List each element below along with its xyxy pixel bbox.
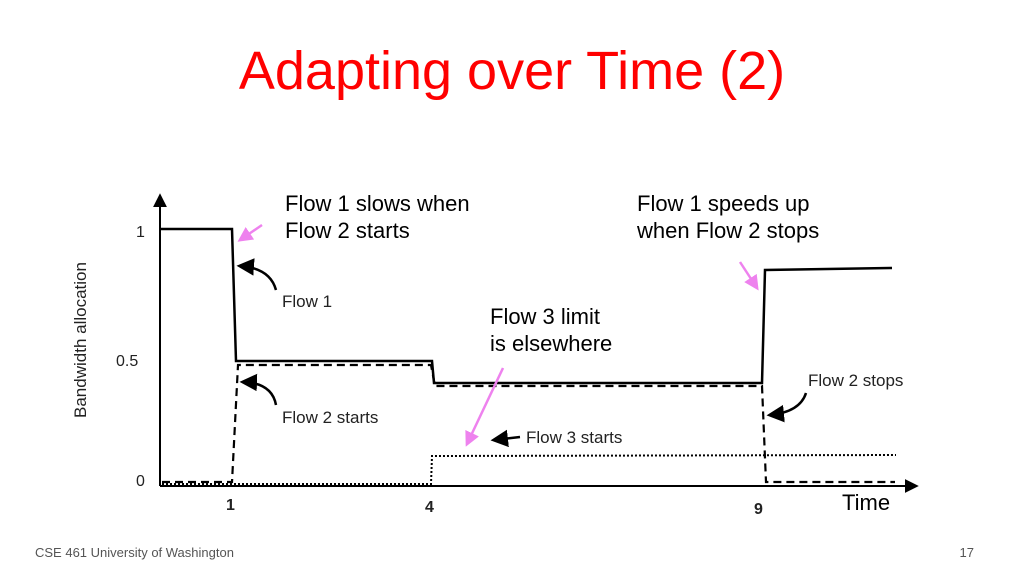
flow-2-stops-pointer-arrow (766, 392, 808, 423)
x-tick-9: 9 (754, 501, 763, 518)
flow-2-stops-annotation: Flow 2 stops (808, 371, 903, 390)
y-axis-label: Bandwidth allocation (71, 262, 90, 418)
flow3-limit-pink-arrow (465, 367, 505, 447)
page-number: 17 (959, 545, 974, 560)
footer-course: CSE 461 University of Washington (35, 545, 234, 560)
y-tick-0-5: 0.5 (116, 353, 138, 370)
flow-3-starts-annotation: Flow 3 starts (526, 428, 622, 447)
flow-3-line (162, 454, 897, 485)
flow-1-pointer-arrow (236, 258, 278, 291)
flow1-slows-line1: Flow 1 slows when (285, 191, 470, 216)
flow1-speeds-line2: when Flow 2 stops (637, 218, 820, 243)
flow3-limit-line2: is elsewhere (490, 331, 613, 356)
flow1-slows-pink-arrow (237, 223, 263, 242)
flow1-speeds-pink-arrow (738, 261, 759, 291)
flow-1-line (160, 227, 893, 385)
flow-1-annotation: Flow 1 (282, 292, 332, 311)
slide-title: Adapting over Time (2) (238, 41, 786, 101)
flow-3-starts-pointer-arrow (490, 429, 521, 448)
flow1-speeds-callout: Flow 1 speeds up when Flow 2 stops (637, 190, 819, 244)
x-tick-4: 4 (425, 499, 434, 516)
flow3-limit-callout: Flow 3 limit is elsewhere (490, 303, 612, 357)
flow3-limit-line1: Flow 3 limit (490, 304, 601, 329)
flow-2-starts-pointer-arrow (239, 373, 278, 406)
flow-2-starts-annotation: Flow 2 starts (282, 408, 378, 427)
flow1-speeds-line1: Flow 1 speeds up (637, 191, 810, 216)
x-axis-label: Time (842, 490, 890, 515)
y-tick-0: 0 (136, 473, 145, 490)
y-tick-1: 1 (136, 224, 145, 241)
x-tick-1: 1 (226, 497, 235, 514)
flow1-slows-callout: Flow 1 slows when Flow 2 starts (285, 190, 470, 244)
flow-2-line (162, 363, 895, 484)
flow1-slows-line2: Flow 2 starts (285, 218, 410, 243)
